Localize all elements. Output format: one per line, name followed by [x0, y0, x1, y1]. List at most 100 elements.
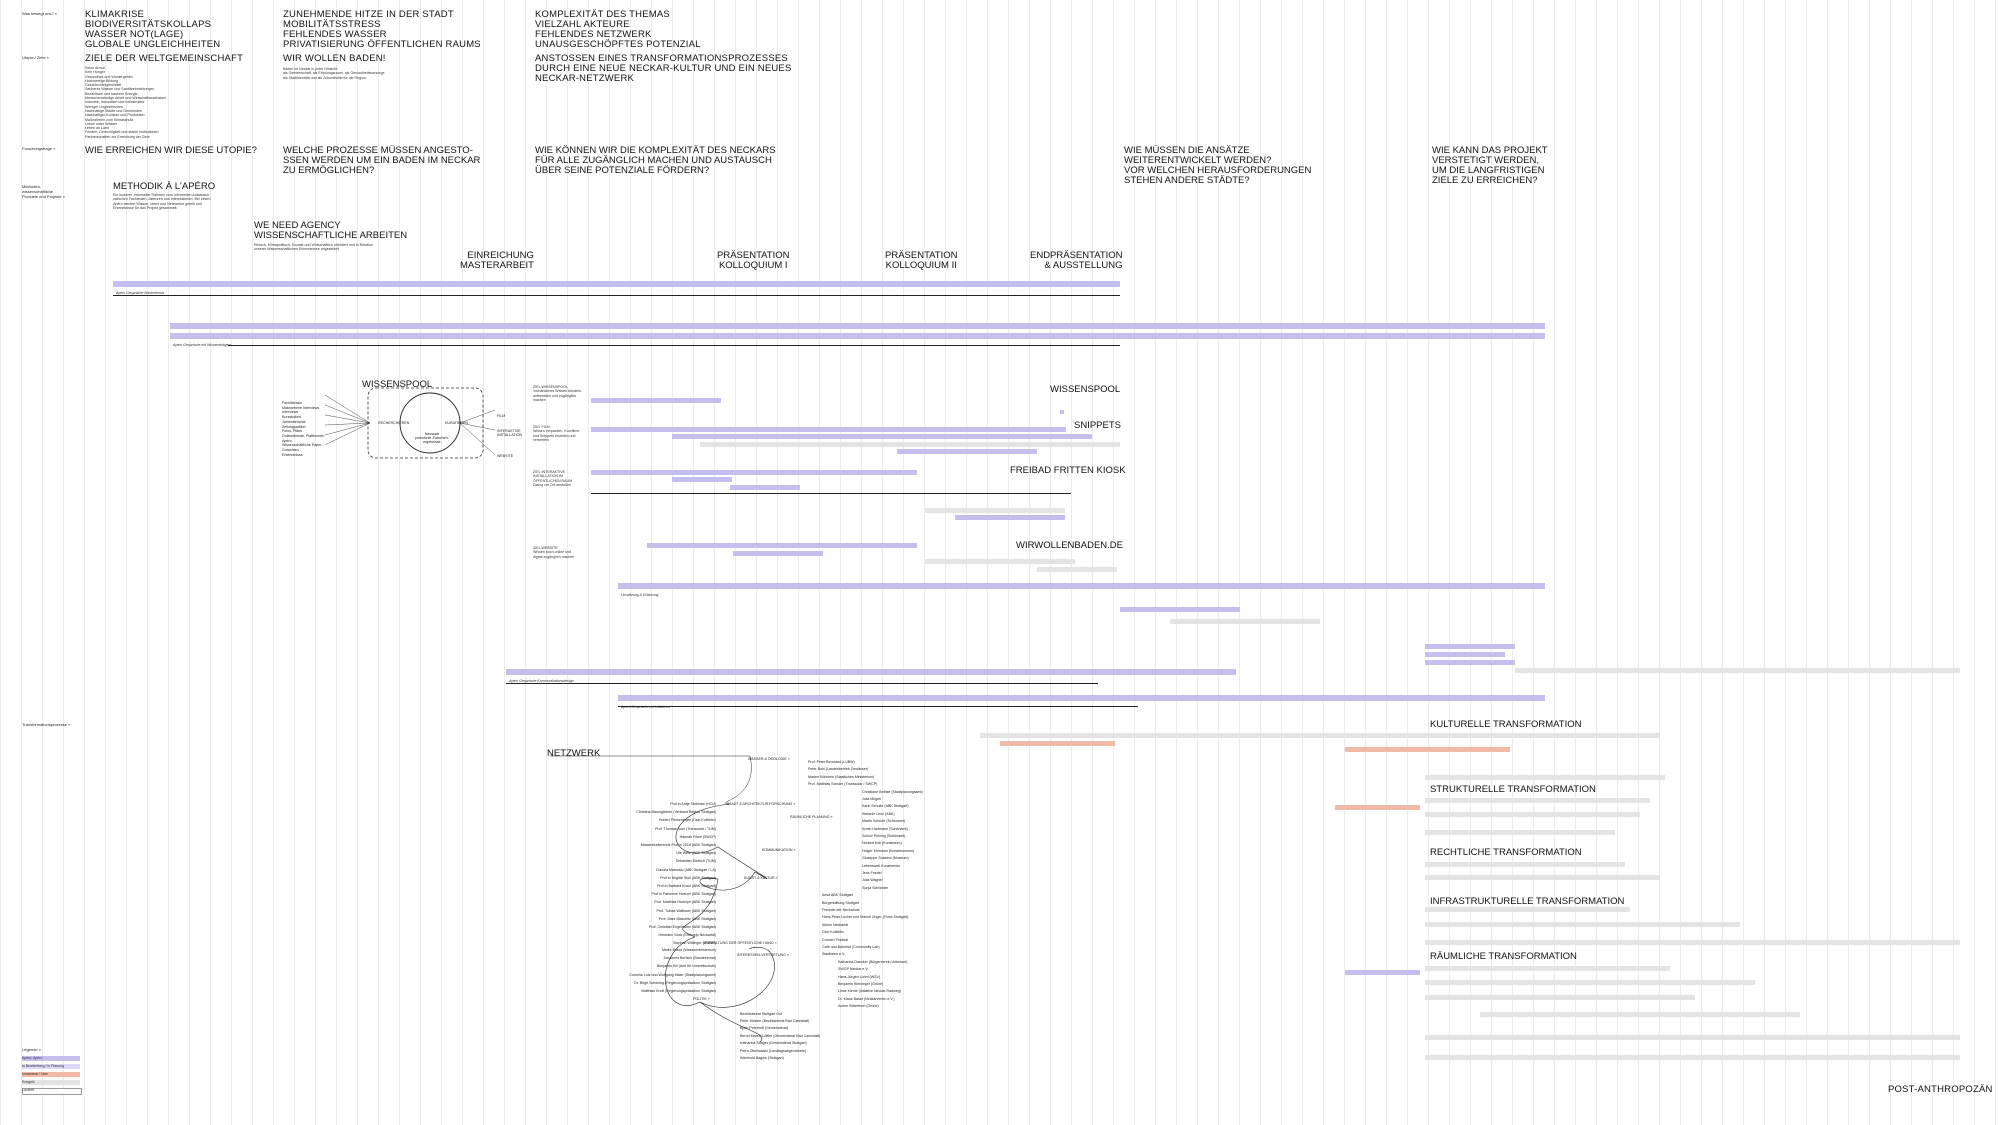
network-name: Ute Wetz (ABK Stuttgart) [676, 851, 716, 856]
network-name: Prof. Mark Blaschitz (ABK Stuttgart) [658, 916, 716, 921]
bar-post-6 [1515, 668, 1960, 673]
method-agency-body: Ethisch, Klimapolitisch, Soziale und Wir… [254, 243, 373, 252]
bar-raeumlich-6 [1425, 1035, 1960, 1040]
bar-infra-2 [1425, 922, 1740, 927]
bar-kulturell-1 [980, 733, 1660, 738]
bar-installation-2 [672, 477, 732, 482]
utopia-body-1: Keine Armut Kein Hunger Gesundheit und W… [85, 66, 167, 139]
bar-post-5 [1425, 660, 1515, 665]
bar-installation-3 [730, 485, 800, 490]
network-name: Julia Mügeli [862, 797, 881, 801]
timeline-line-4 [618, 706, 1138, 707]
project-desc-wissenspool: ZIEL WISSENSPOOL Vorhandenes Wissen bünd… [533, 385, 582, 402]
bar-wissenspool-1 [591, 398, 721, 403]
network-name: Peter Bold (Landesbetrieb Gewässer) [808, 767, 869, 772]
network-name: Cornelia Lutz und Wolfgang Maier (Stadtp… [629, 972, 716, 977]
bar-raeumlich-2 [1425, 966, 1670, 971]
network-name: Prof.in Fabienne Hoelzel (ABK Stuttgart) [651, 892, 716, 897]
network-name: Holger Ehlmann (Kunstmuseum) [862, 848, 915, 853]
project-wissenspool: WISSENSPOOL [1050, 384, 1121, 395]
utopia-body-2: Baden im Neckar in jeder Hinsicht: als G… [283, 67, 386, 80]
wissenspool-diagram [324, 387, 496, 459]
network-name: Hans-Peter Locher und Marcel Unger (Flus… [822, 915, 909, 920]
wissenspool-output-installation: INTERAKTIVE INSTALLATION [497, 429, 523, 437]
network-name: Club Kollektiv [822, 930, 844, 935]
network-name: Hermann Sock (Erbkneip Neckartal) [658, 933, 716, 938]
network-name: Björn Peterhoff (Gemeinderat) [740, 1026, 789, 1031]
row-label-utopie: Utopie / Ziele » [22, 55, 49, 60]
bar-website-3 [925, 559, 1075, 564]
bar-post-2 [1170, 619, 1320, 624]
bar-post-3 [1425, 644, 1515, 649]
transformation-raeumlich: RÄUMLICHE TRANSFORMATION [1430, 951, 1577, 962]
legend-swatch [22, 1072, 80, 1077]
network-category: RÄUMLICHE PLANUNG » [790, 815, 833, 819]
transformation-strukturell: STRUKTURELLE TRANSFORMATION [1430, 784, 1596, 795]
network-name: Bezirksbeirat Stuttgart Ost [740, 1011, 782, 1016]
bar-kulturell-3 [1345, 747, 1510, 752]
network-name: Prof. Matthias Rudolph (ABK Stuttgart) [654, 900, 716, 905]
milestone-einreichung: EINREICHUNG MASTERARBEIT [460, 250, 534, 271]
legend-label: Ereignis [22, 1080, 35, 1084]
bar-infra-1 [1425, 907, 1630, 912]
bar-rechtlich-1 [1425, 862, 1625, 867]
network-name: Prof. Thomas Auer (Transsolar / TUM) [655, 826, 716, 831]
bar-snippets-3 [700, 442, 1120, 447]
network-name: Christina Baumgärtner (Verband Region St… [636, 810, 716, 815]
bar-installation-5 [955, 515, 1065, 520]
network-name: Masterstudierende Prof.in 2019 (ABK Stut… [640, 843, 716, 847]
network-name: Sonja Schneider [862, 885, 889, 890]
method-agency-title: WE NEED AGENCY WISSENSCHAFTLICHE ARBEITE… [254, 220, 408, 241]
transformation-kulturell: KULTURELLE TRANSFORMATION [1430, 719, 1582, 730]
network-name: Meike Braun (Wasserministerium) [662, 948, 716, 952]
network-name: Giuseppe Solarino (Museum) [862, 856, 909, 861]
bar-snippets-1 [591, 427, 1066, 432]
problem-neckar: KOMPLEXITÄT DES THEMAS VIELZAHL AKTEURE … [535, 9, 701, 50]
question-3: WIE KÖNNEN WIR DIE KOMPLEXITÄT DES NECKA… [535, 145, 776, 176]
network-diagram [550, 755, 775, 1043]
question-4: WIE MÜSSEN DIE ANSÄTZE WEITERENTWICKELT … [1124, 145, 1312, 186]
project-snippets: SNIPPETS [1074, 420, 1121, 431]
question-1: WIE ERREICHEN WIR DIESE UTOPIE? [85, 145, 257, 156]
utopia-title-2: WIR WOLLEN BADEN! [283, 53, 386, 64]
network-name: Hannah Rheé (SWCP) [679, 834, 716, 839]
bar-website-1 [647, 543, 917, 548]
bar-rechtlich-2 [1425, 875, 1660, 880]
network-name: Marlen Köhnlein (Staatliches Ministerium… [808, 774, 875, 779]
bar-website-2 [733, 551, 823, 556]
timeline-line-3 [506, 683, 1098, 684]
timeline-line-2 [228, 345, 1120, 346]
wissenspool-left: RECHERCHIEREN [378, 421, 410, 425]
bar-raeumlich-1 [1345, 970, 1420, 975]
network-name: Dr. Birgit Schöning (Regierungspräsidium… [634, 980, 716, 985]
network-name: Johannes Bertsch (Baudezernat) [663, 956, 716, 961]
network-name: Café und Bahnhof (Community Lab) [822, 945, 880, 949]
row-label-status: Was bewegt uns? » [22, 11, 57, 16]
network-category: KUNST & KULTUR » [744, 876, 778, 880]
transformation-infrastrukturell: INFRASTRUKTURELLE TRANSFORMATION [1430, 896, 1625, 907]
method-apero-title: METHODIK À L'APÉRO [113, 181, 216, 192]
network-name: Concert Festival [822, 937, 848, 942]
network-name: Matthias Knoll (Regierungspräsidium Stut… [641, 989, 716, 993]
bar-apero-wissen: Apéro Gespräche mit Wissensträgern [170, 333, 1545, 347]
wissenspool-output-film: FILM [497, 414, 506, 418]
network-name: Bürgerstiftung Stuttgart [822, 900, 859, 905]
network-name: Aesa ABK Stuttgart [822, 893, 853, 898]
bar-wissenspool-dot [1060, 410, 1064, 414]
network-name: Linus Kienle (Initiative Neckar-Radweg) [838, 989, 901, 994]
milestone-kolloquium-2: PRÄSENTATION KOLLOQUIUM II [885, 250, 958, 271]
bar-strukturell-2 [1425, 798, 1650, 803]
problem-city: ZUNEHMENDE HITZE IN DER STADT MOBILITÄTS… [283, 9, 481, 50]
network-name: Freunde der Neckarlust [822, 908, 860, 912]
bar-website-4 [1037, 567, 1117, 572]
network-name: Peter Mosser (Bezirksbeirat Bad Cannstat… [740, 1019, 810, 1023]
network-name: Christiane Bethke (Stadtplanungsamt) [862, 789, 923, 794]
network-name: Sebastian Dietrich (TUM) [675, 859, 716, 864]
legend-swatch [22, 1080, 80, 1085]
bar-infra-3 [1425, 940, 1960, 945]
legend-label: Laufzeit [22, 1088, 35, 1092]
network-name: Katharina Sänger (Gemeinderat Stuttgart) [740, 1041, 807, 1046]
bar-snippets-2 [672, 434, 1092, 439]
network-name: Benjamin Kleininger (Grüne) [838, 982, 884, 986]
utopia-title-1: ZIELE DER WELTGEMEINSCHAFT [85, 53, 244, 64]
